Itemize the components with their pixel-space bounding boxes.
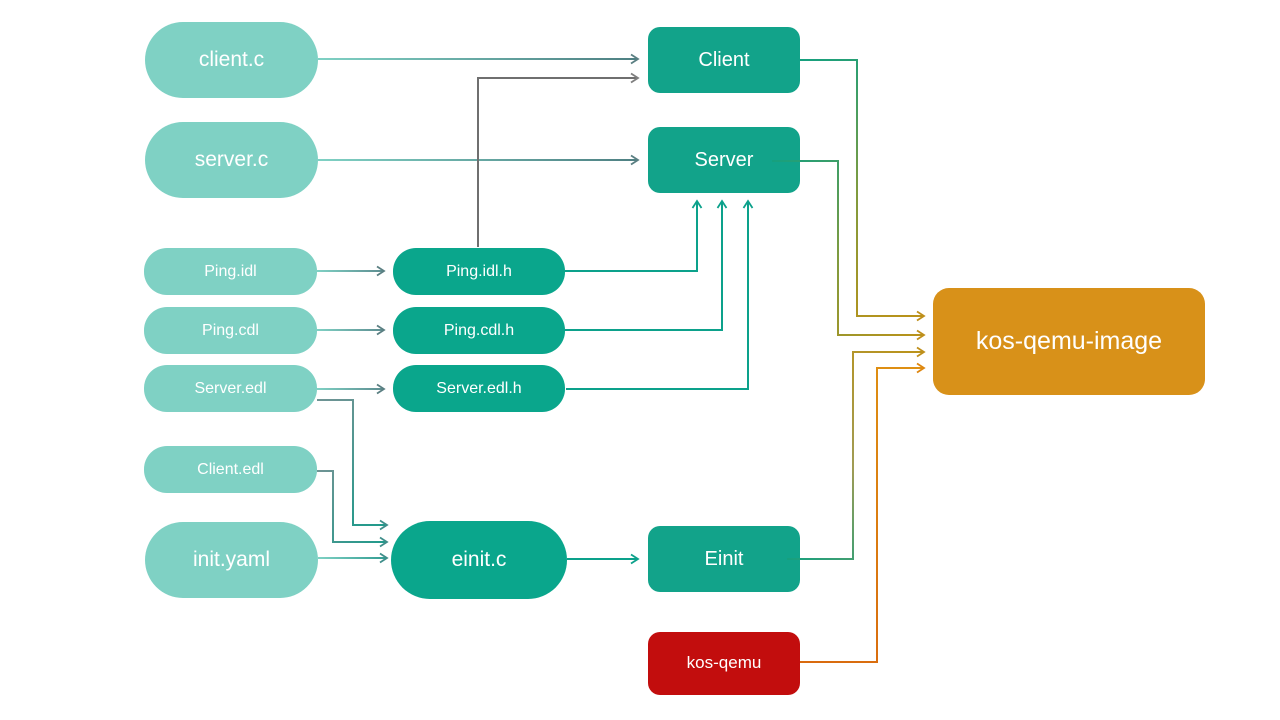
node-server-c-label: server.c	[194, 148, 269, 172]
node-client-edl-label: Client.edl	[197, 460, 264, 478]
node-init-yaml: init.yaml	[145, 522, 318, 598]
node-kos-qemu: kos-qemu	[648, 632, 800, 695]
node-ping-idl-h: Ping.idl.h	[393, 248, 565, 295]
edge-einit-to-image	[787, 346, 926, 560]
node-server-edl-h-label: Server.edl.h	[436, 379, 522, 397]
edge-server-edl-to-einit-c	[317, 399, 389, 531]
node-kos-qemu-image: kos-qemu-image	[933, 288, 1205, 395]
node-einit-label: Einit	[704, 548, 744, 570]
node-client: Client	[648, 27, 800, 93]
node-ping-idl: Ping.idl	[144, 248, 317, 295]
node-client-c: client.c	[145, 22, 318, 98]
node-server-label: Server	[694, 149, 754, 171]
node-ping-cdl: Ping.cdl	[144, 307, 317, 354]
edge-client-to-image	[800, 59, 926, 322]
node-server-c: server.c	[145, 122, 318, 198]
node-einit-c-label: einit.c	[451, 548, 507, 572]
node-init-yaml-label: init.yaml	[192, 548, 271, 572]
node-einit: Einit	[648, 526, 800, 592]
edge-ping-idl-h-to-server	[565, 199, 703, 272]
node-client-c-label: client.c	[198, 48, 265, 72]
node-server-edl-label: Server.edl	[194, 379, 267, 397]
node-client-label: Client	[698, 49, 750, 71]
node-kos-qemu-image-label: kos-qemu-image	[975, 326, 1163, 355]
node-ping-cdl-label: Ping.cdl	[202, 321, 259, 339]
node-server-edl: Server.edl	[144, 365, 317, 412]
node-einit-c: einit.c	[391, 521, 567, 599]
node-server: Server	[648, 127, 800, 193]
node-ping-cdl-h: Ping.cdl.h	[393, 307, 565, 354]
edge-ping-idl-h-to-client	[477, 72, 640, 247]
edge-ping-cdl-h-to-server	[565, 199, 728, 331]
node-ping-cdl-h-label: Ping.cdl.h	[443, 321, 515, 339]
node-ping-idl-h-label: Ping.idl.h	[446, 262, 512, 280]
node-client-edl: Client.edl	[144, 446, 317, 493]
node-kos-qemu-label: kos-qemu	[686, 653, 762, 673]
edge-server-edl-h-to-server	[566, 199, 754, 390]
node-server-edl-h: Server.edl.h	[393, 365, 565, 412]
edge-kos-qemu-to-image	[800, 362, 926, 663]
edge-client-edl-to-einit-c	[317, 470, 389, 548]
node-ping-idl-label: Ping.idl	[204, 262, 257, 280]
